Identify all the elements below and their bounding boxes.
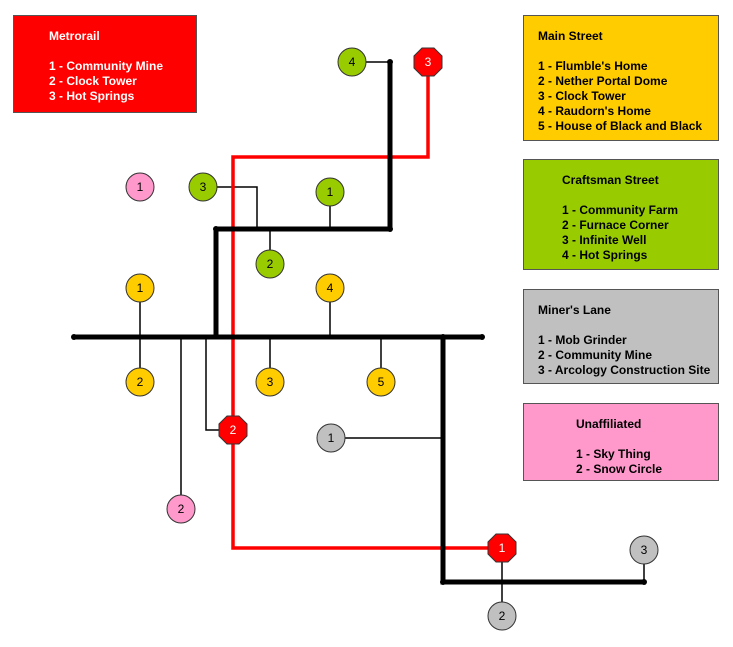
svg-text:2: 2 <box>230 423 237 437</box>
craftsman-street-legend: Craftsman Street 1 - Community Farm 2 - … <box>523 159 719 270</box>
craftsman-street-legend-title: Craftsman Street <box>562 173 659 187</box>
legend-item: 2 - Community Mine <box>538 348 653 362</box>
svg-text:3: 3 <box>641 543 648 557</box>
miners-lane-station-3[interactable]: 3 <box>629 535 659 565</box>
legend-item: 2 - Nether Portal Dome <box>538 74 668 88</box>
craftsman-street-station-1[interactable]: 1 <box>315 177 345 207</box>
track-endpoints <box>71 59 647 585</box>
legend-item: 1 - Community Farm <box>562 203 679 217</box>
miners-lane-stations: 1 2 3 <box>316 423 659 631</box>
metrorail-line <box>231 62 502 550</box>
unaffiliated-stations: 1 2 <box>125 172 196 524</box>
legend-item: 2 - Snow Circle <box>576 462 663 476</box>
main-street-station-3[interactable]: 3 <box>255 367 285 397</box>
svg-text:4: 4 <box>327 281 334 295</box>
main-street-station-2[interactable]: 2 <box>125 367 155 397</box>
svg-text:2: 2 <box>178 502 185 516</box>
metrorail-station-1[interactable]: 1 <box>487 533 517 563</box>
main-street-station-1[interactable]: 1 <box>125 273 155 303</box>
main-street-stations: 1 2 3 4 5 <box>125 273 396 397</box>
miners-lane-legend-title: Miner's Lane <box>538 303 611 317</box>
svg-text:4: 4 <box>349 55 356 69</box>
legend-item: 3 - Infinite Well <box>562 233 647 247</box>
legend-item: 5 - House of Black and Black <box>538 119 703 133</box>
svg-text:3: 3 <box>267 375 274 389</box>
main-street-station-5[interactable]: 5 <box>366 367 396 397</box>
craftsman-street-station-2[interactable]: 2 <box>255 249 285 279</box>
craftsman-street-station-4[interactable]: 4 <box>337 47 367 77</box>
svg-text:2: 2 <box>137 375 144 389</box>
miners-lane-station-1[interactable]: 1 <box>316 423 346 453</box>
unaffiliated-legend: Unaffiliated 1 - Sky Thing 2 - Snow Circ… <box>523 403 719 481</box>
craftsman-street-station-3[interactable]: 3 <box>188 172 218 202</box>
svg-text:1: 1 <box>137 281 144 295</box>
metrorail-station-3[interactable]: 3 <box>413 47 443 77</box>
unaffiliated-station-2[interactable]: 2 <box>166 494 196 524</box>
craftsman-street-stations: 1 2 3 4 <box>188 47 367 279</box>
svg-text:2: 2 <box>267 257 274 271</box>
svg-text:1: 1 <box>328 431 335 445</box>
svg-text:1: 1 <box>499 541 506 555</box>
main-street-legend: Main Street 1 - Flumble's Home 2 - Nethe… <box>523 15 719 141</box>
legend-item: 4 - Hot Springs <box>562 248 648 262</box>
svg-text:2: 2 <box>499 609 506 623</box>
svg-text:1: 1 <box>327 185 334 199</box>
svg-text:3: 3 <box>425 55 432 69</box>
legend-item: 1 - Community Mine <box>49 59 164 73</box>
legend-item: 1 - Mob Grinder <box>538 333 627 347</box>
legend-item: 1 - Flumble's Home <box>538 59 648 73</box>
main-street-station-4[interactable]: 4 <box>315 273 345 303</box>
metrorail-station-2[interactable]: 2 <box>218 415 248 445</box>
svg-text:1: 1 <box>137 180 144 194</box>
metrorail-legend-title: Metrorail <box>49 29 100 43</box>
svg-text:5: 5 <box>378 375 385 389</box>
unaffiliated-station-1[interactable]: 1 <box>125 172 155 202</box>
legend-item: 1 - Sky Thing <box>576 447 651 461</box>
legend-item: 3 - Clock Tower <box>538 89 626 103</box>
legend-item: 4 - Raudorn's Home <box>538 104 651 118</box>
miners-lane-station-2[interactable]: 2 <box>487 601 517 631</box>
svg-text:3: 3 <box>200 180 207 194</box>
legend-item: 2 - Furnace Corner <box>562 218 669 232</box>
metrorail-legend: Metrorail 1 - Community Mine 2 - Clock T… <box>13 15 197 113</box>
legend-item: 3 - Arcology Construction Site <box>538 363 711 377</box>
metrorail-stations: 1 2 3 <box>218 47 517 563</box>
legend-item: 2 - Clock Tower <box>49 74 137 88</box>
miners-lane-legend: Miner's Lane 1 - Mob Grinder 2 - Communi… <box>523 289 719 384</box>
main-street-legend-title: Main Street <box>538 29 603 43</box>
unaffiliated-legend-title: Unaffiliated <box>576 417 642 431</box>
legend-item: 3 - Hot Springs <box>49 89 135 103</box>
